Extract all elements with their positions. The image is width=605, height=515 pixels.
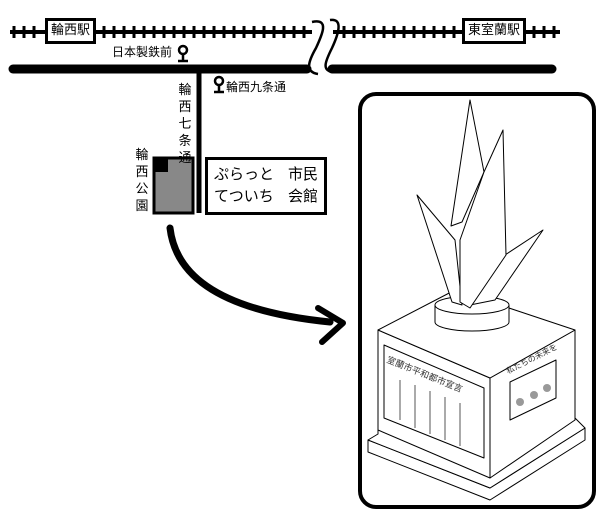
railway-track — [10, 26, 560, 38]
bus-stop-pin-icon — [177, 44, 189, 63]
bus-stop-label: 日本製鉄前 — [112, 45, 173, 59]
park-shape — [152, 156, 195, 215]
hall-name-3: 市民 — [288, 165, 319, 183]
handprints — [516, 384, 551, 406]
curved-arrow — [166, 224, 334, 326]
hall-name-4: 会館 — [288, 187, 319, 205]
civic-hall: ぷらっと てついち 市民 会館 — [205, 157, 327, 215]
bus-stop-label: 輪西九条通 — [226, 80, 287, 94]
road-break — [307, 18, 340, 76]
hall-name-1: ぷらっと — [214, 165, 275, 183]
station-wanishi: 輪西駅 — [45, 18, 97, 44]
park-label: 輪西公園 — [135, 148, 149, 214]
bus-stop-pin-icon — [213, 75, 225, 94]
street-label: 輪西七条通 — [178, 83, 192, 166]
hall-name-2: てついち — [214, 187, 274, 205]
station-higashi-muroran: 東室蘭駅 — [462, 18, 527, 44]
arrow-head — [315, 305, 346, 345]
road-main — [8, 64, 557, 213]
